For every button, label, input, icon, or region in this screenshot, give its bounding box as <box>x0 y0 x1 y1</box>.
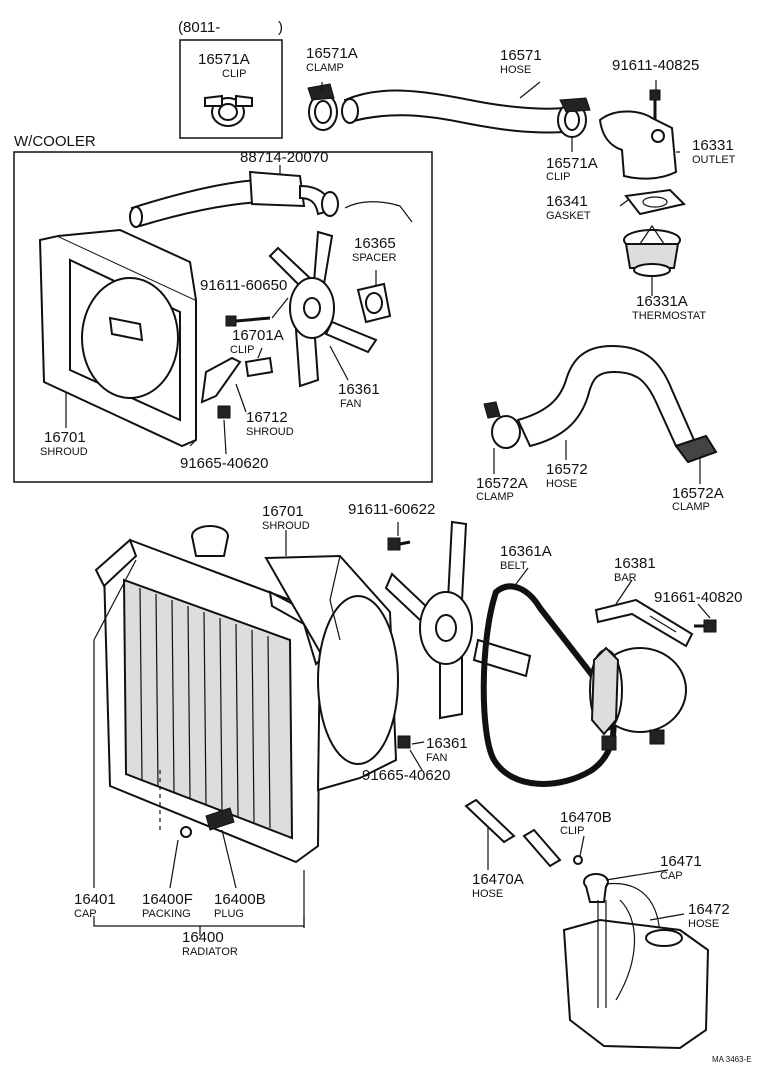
callout-labels: 16571A CLIP 16571A CLAMP 16571 HOSE 9161… <box>40 45 742 958</box>
spacer-drawing <box>356 282 392 324</box>
callout-c20-name: SHROUD <box>262 520 310 532</box>
callout-c10-name: SPACER <box>352 252 396 264</box>
callout-c22-number: 16361A <box>500 543 552 560</box>
callout-c29-number: 16470A <box>472 871 524 888</box>
callout-c26-number: 91665-40620 <box>362 767 450 784</box>
callout-c22-name: BELT <box>500 560 527 572</box>
callout-c13-name: FAN <box>340 398 361 410</box>
shroud-16712-drawing <box>200 356 242 404</box>
diagram-code: MA 3463-E <box>712 1055 752 1064</box>
callout-c2-number: 16571A <box>306 45 358 62</box>
main-screw-drawing <box>397 735 411 749</box>
callout-c31-name: CAP <box>74 908 97 920</box>
with-cooler-label: W/COOLER <box>14 133 96 150</box>
callout-c17-number: 16572A <box>476 475 528 492</box>
callout-c1-name: CLIP <box>222 68 246 80</box>
callout-c6-number: 16331 <box>692 137 734 154</box>
main-shroud-drawing <box>264 554 399 792</box>
callout-c7-number: 16341 <box>546 193 588 210</box>
gasket-drawing <box>624 188 686 216</box>
callout-c12-number: 16701A <box>232 327 284 344</box>
bar-bolt-drawing <box>694 619 717 633</box>
callout-c14-name: SHROUD <box>246 426 294 438</box>
callout-c10-number: 16365 <box>354 235 396 252</box>
callout-c34-name: RADIATOR <box>182 946 238 958</box>
callout-c32-number: 16400F <box>142 891 193 908</box>
callout-c7-name: GASKET <box>546 210 591 222</box>
radiator-drawing <box>94 525 324 864</box>
callout-c23-number: 16381 <box>614 555 656 572</box>
callout-c28-name: CAP <box>660 870 683 882</box>
callout-c31-number: 16401 <box>74 891 116 908</box>
clip-16571a-inset-drawing <box>204 94 253 127</box>
upper-hose-drawing <box>307 83 591 138</box>
callout-c25-number: 16361 <box>426 735 468 752</box>
callout-c16-number: 91665-40620 <box>180 455 268 472</box>
date-inset: (8011- ) <box>178 19 283 139</box>
callout-c12-name: CLIP <box>230 344 254 356</box>
callout-c4-number: 91611-40825 <box>612 57 699 74</box>
callout-c8-name: THERMOSTAT <box>632 310 706 322</box>
cooler-shroud-drawing <box>38 228 197 448</box>
cooler-hose-drawing <box>129 170 413 228</box>
reservoir-tank-drawing <box>562 899 710 1050</box>
callout-c23-name: BAR <box>614 572 637 584</box>
cooler-screw-drawing <box>217 405 231 419</box>
callout-c3-number: 16571 <box>500 47 542 64</box>
callout-c33-number: 16400B <box>214 891 266 908</box>
alternator-drawing <box>589 646 687 751</box>
drain-plug-drawing <box>159 770 235 838</box>
callout-c33-name: PLUG <box>214 908 244 920</box>
callout-c14-number: 16712 <box>246 409 288 426</box>
callout-c13-number: 16361 <box>338 381 380 398</box>
callout-c15-number: 16701 <box>44 429 86 446</box>
leader-lines <box>65 80 711 936</box>
callout-c1-number: 16571A <box>198 51 250 68</box>
callout-c34-number: 16400 <box>182 929 224 946</box>
callout-c27-number: 16470B <box>560 809 612 826</box>
callout-c5-number: 16571A <box>546 155 598 172</box>
callout-c29-name: HOSE <box>472 888 503 900</box>
callout-c28-number: 16471 <box>660 853 702 870</box>
main-bolt-top-drawing <box>387 537 411 551</box>
main-fan-drawing <box>384 520 532 720</box>
callout-c2-name: CLAMP <box>306 62 344 74</box>
callout-c19-number: 16572A <box>672 485 724 502</box>
callout-c5-name: CLIP <box>546 171 570 183</box>
cooler-frame <box>13 151 433 483</box>
callout-c25-name: FAN <box>426 752 447 764</box>
thermostat-drawing <box>623 224 681 277</box>
cooler-section: W/COOLER <box>13 133 433 483</box>
callout-c6-name: OUTLET <box>692 154 736 166</box>
cooler-fan-drawing <box>268 230 378 388</box>
callout-c18-number: 16572 <box>546 461 588 478</box>
date-range-label: (8011- <box>178 19 220 36</box>
callout-c30-name: HOSE <box>688 918 719 930</box>
callout-c24-number: 91661-40820 <box>654 589 742 606</box>
reservoir-cap-drawing <box>583 873 661 941</box>
callout-c18-name: HOSE <box>546 478 577 490</box>
lower-hose-drawing <box>483 344 718 464</box>
callout-c11-number: 91611-60650 <box>200 277 287 294</box>
callout-c19-name: CLAMP <box>672 501 710 513</box>
callout-c15-name: SHROUD <box>40 446 88 458</box>
callout-c32-name: PACKING <box>142 908 191 920</box>
clip-16701a-drawing <box>244 356 274 378</box>
callout-c21-number: 91611-60622 <box>348 501 435 518</box>
cooler-bolt-drawing <box>225 315 271 327</box>
callout-c9-number: 88714-20070 <box>240 149 328 166</box>
inset-frame <box>179 39 283 139</box>
callout-c27-name: CLIP <box>560 825 584 837</box>
callout-c20-number: 16701 <box>262 503 304 520</box>
bar-drawing <box>594 598 694 648</box>
callout-c30-number: 16472 <box>688 901 730 918</box>
callout-c8-number: 16331A <box>636 293 688 310</box>
outlet-drawing <box>598 89 678 180</box>
date-range-close: ) <box>278 19 283 36</box>
belt-drawing <box>480 583 617 787</box>
callout-c3-name: HOSE <box>500 64 531 76</box>
callout-c17-name: CLAMP <box>476 491 514 503</box>
reservoir-hose-drawing <box>464 798 583 868</box>
